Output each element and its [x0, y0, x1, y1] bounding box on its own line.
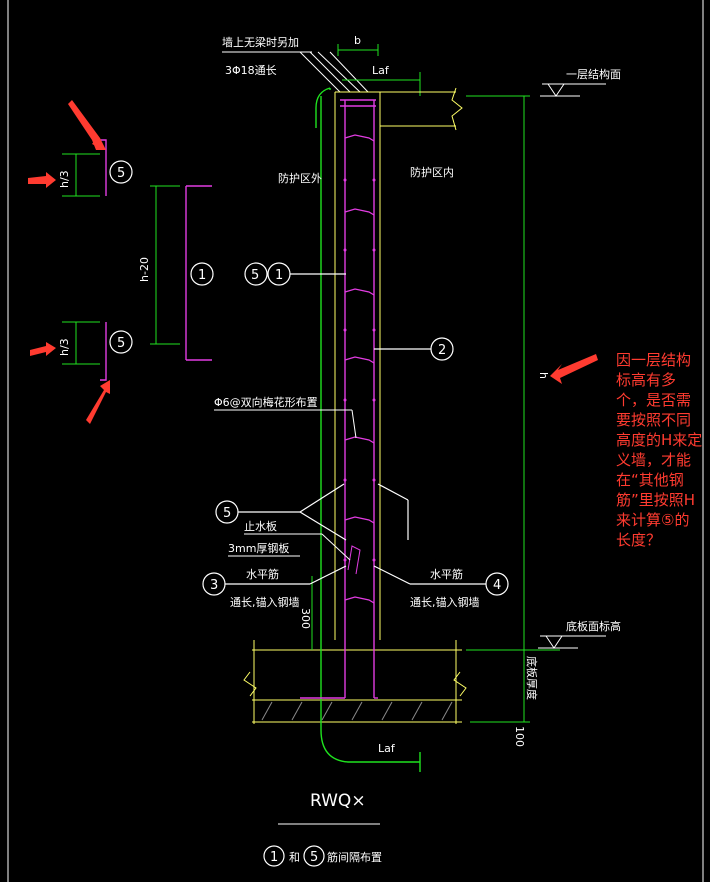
horiz-left-label: 水平筋 — [246, 567, 279, 581]
h-20-label: h-20 — [138, 257, 151, 282]
slab-hatch — [261, 701, 453, 721]
outside-label: 防护区外 — [278, 171, 322, 185]
callout-5-lower: 5 — [223, 506, 231, 521]
first-floor-label: 一层结构面 — [566, 67, 621, 81]
slab-level-marker — [538, 635, 606, 649]
dim-100-label: 100 — [513, 726, 526, 747]
top-leaders — [222, 51, 369, 93]
tie-note-leader — [214, 409, 357, 439]
annotation-line: 长度？ — [616, 531, 662, 549]
steel-plate — [347, 545, 361, 575]
detail-rebar — [100, 139, 212, 381]
red-arrow-h3-bottom — [30, 342, 56, 356]
tie-note: Φ6@双向梅花形布置 — [214, 395, 318, 409]
callout-3: 3 — [210, 578, 218, 593]
horiz-right-label: 水平筋 — [430, 567, 463, 581]
detail-dims — [62, 153, 180, 365]
slab-thickness-label: 底板厚度 — [525, 656, 539, 700]
callout-1-middle: 1 — [275, 268, 283, 283]
detail-callouts — [109, 160, 214, 354]
annotation-line: 标高有多 — [616, 371, 677, 389]
plate-leaders — [228, 533, 351, 561]
callout-2-group — [374, 337, 454, 361]
dim-h-label: h — [537, 372, 550, 379]
annotation-line: 在“其他钢 — [616, 471, 684, 489]
red-arrow-bottom — [86, 380, 110, 424]
annotation-line: 来计算⑤的 — [616, 511, 690, 529]
inside-label: 防护区内 — [410, 165, 454, 179]
h3-bottom-label: h/3 — [58, 338, 71, 356]
callout-4-group — [373, 565, 509, 596]
detail-callout-5-top: 5 — [117, 166, 125, 181]
callout-5-lower-group — [215, 483, 409, 541]
top-note-line1: 墙上无梁时另加 — [222, 35, 299, 49]
steel-plate-label: 3mm厚钢板 — [228, 541, 289, 555]
annotation-line: 要按照不同 — [616, 411, 692, 429]
horiz-right-sub: 通长,锚入钢墙 — [410, 595, 480, 609]
caption-callout-1: 1 — [270, 850, 278, 865]
drawing-title: RWQ× — [310, 791, 366, 811]
detail-callout-5-bottom: 5 — [117, 336, 125, 351]
callout-3-group — [202, 565, 347, 596]
wall-outline — [243, 87, 467, 724]
red-arrow-top — [68, 100, 106, 150]
red-arrow-right — [550, 354, 598, 384]
callout-2: 2 — [438, 343, 446, 358]
caption-circles — [263, 845, 325, 867]
caption-and: 和 — [289, 851, 300, 864]
h3-top-label: h/3 — [58, 170, 71, 188]
laf-top-label: Laf — [372, 64, 390, 77]
top-note-line2: 3Φ18通长 — [225, 64, 277, 77]
annotation-line: 筋”里按照H — [616, 491, 696, 509]
callout-5-middle: 5 — [251, 268, 259, 283]
slab-level-label: 底板面标高 — [566, 619, 621, 633]
rebar-dots — [343, 178, 376, 562]
tie-bars — [344, 134, 375, 604]
caption-callout-5: 5 — [310, 850, 318, 865]
red-arrow-h3-top — [28, 172, 56, 188]
red-arrows — [28, 100, 598, 424]
laf-bottom-label: Laf — [378, 742, 396, 755]
callout-4: 4 — [493, 578, 501, 593]
dim-b-label: b — [354, 34, 361, 47]
detail-callout-1: 1 — [198, 268, 206, 283]
dim-h — [466, 95, 560, 723]
callout-pair-middle — [244, 262, 346, 286]
annotation-line: 高度的H来定 — [616, 431, 703, 449]
dim-b — [337, 44, 379, 56]
outer-rebar — [315, 87, 421, 772]
waterstop-label: 止水板 — [244, 519, 277, 533]
horiz-left-sub: 通长,锚入钢墙 — [230, 595, 300, 609]
annotation-line: 因一层结构 — [616, 351, 692, 369]
annotation-line: 个，是否需 — [616, 391, 692, 409]
dim-300-label: 300 — [299, 608, 312, 629]
annotation-line: 义墙，才能 — [616, 451, 692, 469]
first-floor-marker — [540, 83, 606, 97]
caption-rest: 筋间隔布置 — [327, 850, 382, 864]
question-annotation: 因一层结构 标高有多 个，是否需 要按照不同 高度的H来定 义墙，才能 在“其他… — [616, 350, 710, 550]
